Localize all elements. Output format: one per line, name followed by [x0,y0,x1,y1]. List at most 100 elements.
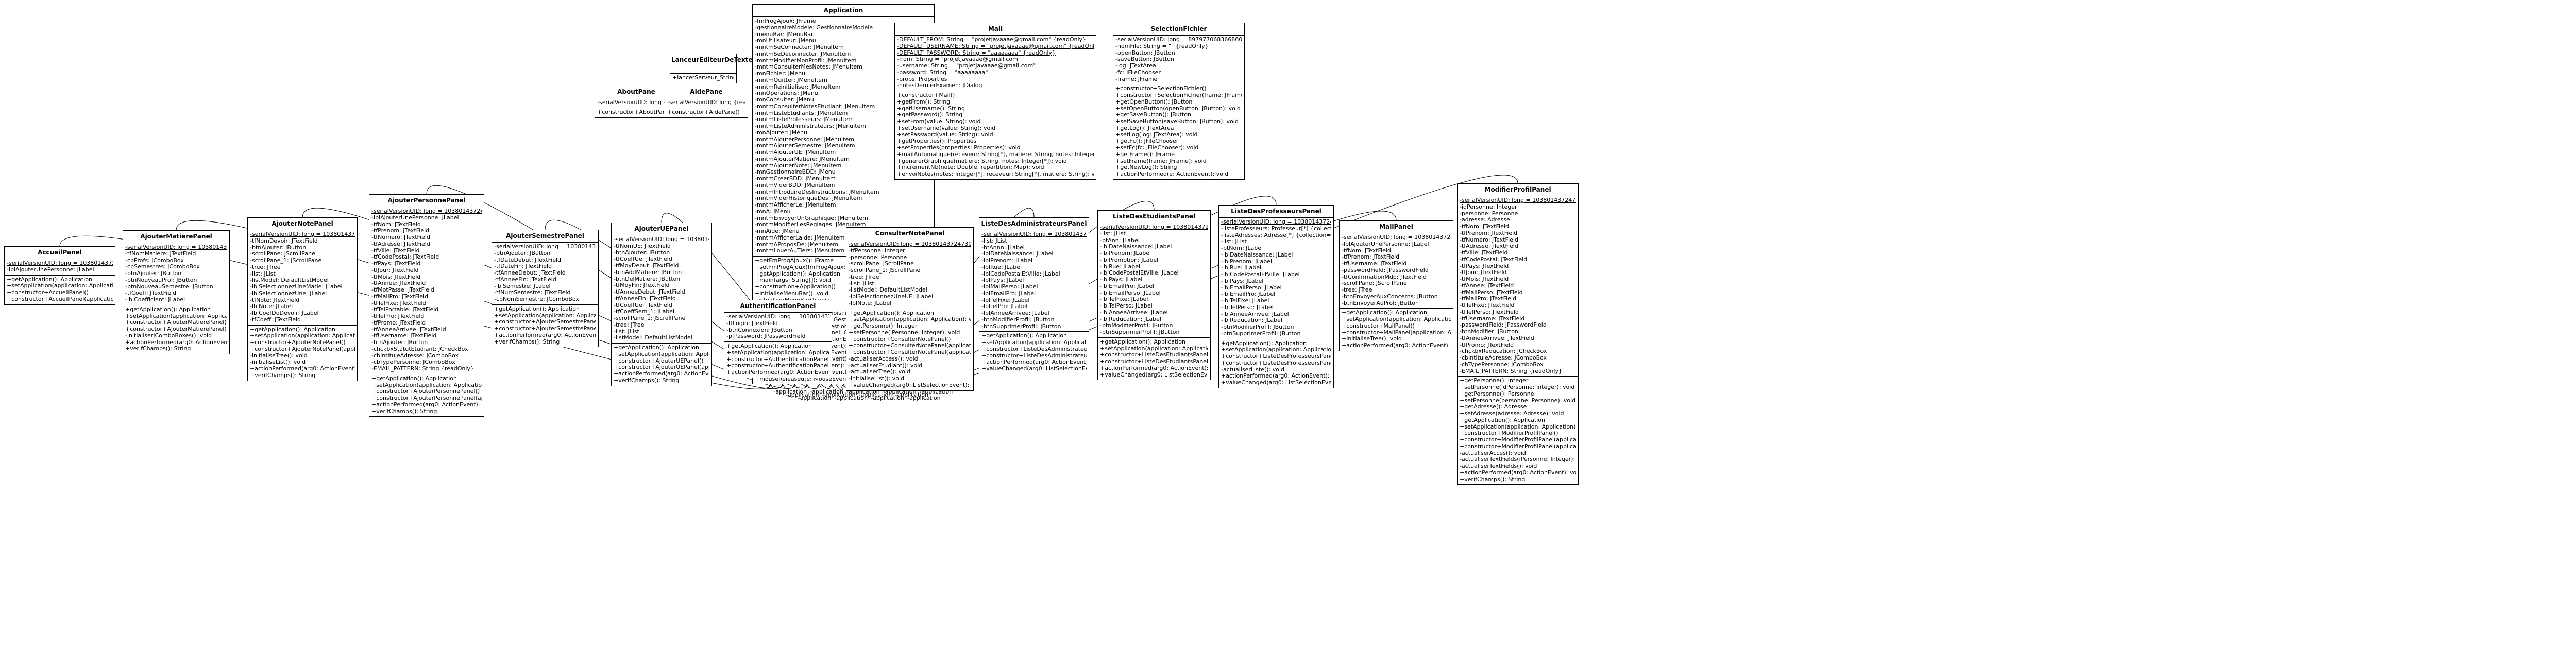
attribute: -lblPrenom: JLabel [1221,258,1273,265]
attribute: -tfNomUE: JTextField [614,243,671,249]
attribute: -lblSelectionnezUneMatie: JLabel [250,284,343,290]
class-consulter-note-panel[interactable]: ConsulterNotePanel-serialVersionUID: lon… [846,227,974,391]
attribute: -lblEmailPerso: JLabel [1221,284,1282,291]
attribute: -lblAjouterUnePersonne: JLabel [1342,241,1429,247]
method: +constructor+AjouterPersonnePanel(applic… [371,395,482,401]
attribute: -tfPays: JTextField [371,261,421,267]
attribute: -btnAjouter: JButton [125,270,182,277]
attributes-compartment: -serialVersionUID: long = 10380143724730… [5,259,115,275]
attribute: -btnEnvoyerAuProf: JButton [1342,300,1419,306]
attribute: -lblTelPro: JLabel [981,303,1028,310]
attribute: -btnModifierProfil: JButton [1100,322,1173,329]
class-lanceur-editeur-de-texte[interactable]: LanceurEditeurDeTexte+lancerServeur_Stri… [670,54,753,83]
method: +getFc(): JFileChooser [1115,138,1179,145]
attribute: -mnUtilisateur: JMenu [755,38,816,44]
attribute: -btnNouveauProf: JButton [125,277,197,283]
methods-compartment: +getApplication(): Application+setApplic… [248,325,357,381]
class-liste-des-etudiants-panel[interactable]: ListeDesEtudiantsPanel-serialVersionUID:… [1097,210,1211,381]
methods-compartment: +constructor+SelectionFichier()+construc… [1113,84,1244,179]
class-selection-fichier[interactable]: SelectionFichier-serialVersionUID: long … [1113,23,1245,180]
attribute: -tfAnneeDebut: JTextField [494,270,566,276]
method: +constructor+AjouterNotePanel(applicatio… [250,346,355,352]
class-name: AuthentificationPanel [740,302,816,310]
attribute: -lblTelPerso: JLabel [1221,304,1274,311]
attribute: -mntmReinitialiser: JMenuItem [755,83,841,90]
attribute: -tfPays: JTextField [1460,263,1509,269]
attribute: -serialVersionUID: long = 10380143724730… [371,208,482,214]
attribute: -tfCoeff: JTextField [250,316,301,323]
method: -actualiserTextFields(): void [1460,463,1537,469]
attribute: -lblEmailPro: JLabel [1100,283,1155,289]
attribute: -lblPays: JLabel [1100,277,1143,283]
class-authentification-panel[interactable]: AuthentificationPanel-serialVersionUID: … [724,300,832,378]
attribute: -frame: JFrame [1115,76,1158,82]
class-ajouter-matiere-panel[interactable]: AjouterMatierePanel-serialVersionUID: lo… [123,230,230,354]
method: +verifChamps(): String [1460,476,1526,483]
attribute: -lblEmailPro: JLabel [981,290,1036,297]
attribute: -notesDernierExamen: JDialog [897,82,982,89]
class-liste-des-professeurs-panel[interactable]: ListeDesProfesseursPanel-serialVersionUI… [1218,205,1334,388]
attribute: -btnConnexion: JButton [726,327,792,333]
attribute: -btnAjouter: JButton [250,244,307,251]
attribute: -mntmEnvoyerUnGraphique: JMenuItem [755,215,868,221]
attribute: -btnAjouter: JButton [371,339,428,346]
attribute: -passwordField: JPasswordField [1460,322,1547,329]
attribute: -cbIntituleAdresse: JComboBox [371,352,459,359]
method: +getApplication(): Application [125,306,211,313]
class-about-pane[interactable]: AboutPane-serialVersionUID: long {readOn… [595,86,678,118]
attribute: -mntmViderHistoriqueDes: JMenuItem [755,195,862,202]
method: +getPersonne(): Integer [1460,378,1529,384]
attribute: -password: String = "aaaaaaaa" [897,69,988,76]
attribute: -mntmAjouterMatiere: JMenuItem [755,156,850,162]
class-ajouter-ue-panel[interactable]: AjouterUEPanel-serialVersionUID: long = … [611,223,712,386]
method: +actionPerformed(arg0: ActionEvent): voi… [981,359,1087,366]
attribute: -DEFAULT_PASSWORD: String = "aaaaaaaa" {… [897,49,1056,56]
method: +getApplication(): Application [726,343,812,349]
class-name: ListeDesEtudiantsPanel [1112,213,1196,220]
class-modifier-profil-panel[interactable]: ModifierProfilPanel-serialVersionUID: lo… [1457,183,1579,485]
attribute: -pfPassword: JPasswordField [726,333,806,340]
attribute: -tfPromo: JTextField [371,319,426,326]
attribute: -tfMotPasse: JTextField [371,287,434,293]
method: +mouseReleased(e: MouseEvent): void [755,375,867,382]
attribute: -tfAnneeFin: JTextField [614,295,676,302]
class-ajouter-note-panel[interactable]: AjouterNotePanel-serialVersionUID: long … [247,217,358,381]
attribute: -fc: JFileChooser [1115,69,1161,76]
method: +envoiNotes(notes: Integer[*], receveur:… [897,171,1094,177]
attribute: -lblRue: JLabel [1100,263,1141,270]
class-accueil-panel[interactable]: AccueilPanel -serialVersionUID: long = 10… [4,246,115,305]
class-aide-pane[interactable]: AidePane-serialVersionUID: long {readOnl… [665,86,748,118]
method: +constructor+ListeDesEtudiantsPanel(appl… [1100,358,1208,365]
attribute: -lblPays: JLabel [1221,278,1264,284]
class-mail[interactable]: Mail-DEFAULT_FROM: String = "projetjavaa… [894,23,1096,180]
method: +constructor+ListeDesAdministrateursPane… [981,352,1087,359]
attribute: -tfNumSemestre: JTextField [494,289,571,296]
attribute: -tfPromo: JTextField [1460,341,1514,348]
methods-compartment: +constructor+AboutPane() [595,107,677,117]
method: +actionPerformed(arg0: ActionEvent): voi… [614,371,709,377]
class-name: AjouterSemestrePanel [506,232,584,240]
class-liste-des-administrateurs-panel[interactable]: ListeDesAdministrateursPanel-serialVersi… [979,217,1089,374]
class-name: MailPanel [1379,223,1413,230]
class-name: Application [823,7,863,14]
method: +constructor+ConsulterNotePanel(applicat… [849,343,971,349]
method: -initialiserJComboBoxes(): void [125,332,212,339]
attribute: -tfCoeffUe: JTextField [614,256,672,263]
class-ajouter-semestre-panel[interactable]: AjouterSemestrePanel-serialVersionUID: l… [492,230,599,348]
attribute: -tfPrenom: JTextField [371,228,430,234]
attribute: -serialVersionUID: long = 10380143724730… [250,231,355,237]
method: +getPersonne(): Integer [849,323,918,329]
class-name: AjouterPersonnePanel [387,197,466,204]
class-name: AccueilPanel [38,249,82,256]
attribute: -serialVersionUID: long = 10380143724730… [1460,197,1576,203]
attribute: -lblPrenom: JLabel [1100,250,1151,257]
attribute: -btAnnn: JLabel [981,244,1025,251]
methods-compartment: +getApplication(): Application+setApplic… [724,341,832,378]
association-label: -application [834,395,868,401]
class-name: SelectionFichier [1150,25,1207,32]
attribute: -cbTypePersonne: JComboBox [371,359,455,366]
method: +getUsername(): String [897,105,965,112]
method: +constructor+AjouterUEPanel() [614,357,704,364]
class-ajouter-personne-panel[interactable]: AjouterPersonnePanel -serialVersionUID: l… [369,194,484,417]
class-mail-panel[interactable]: MailPanel-serialVersionUID: long = 10380… [1339,220,1453,351]
